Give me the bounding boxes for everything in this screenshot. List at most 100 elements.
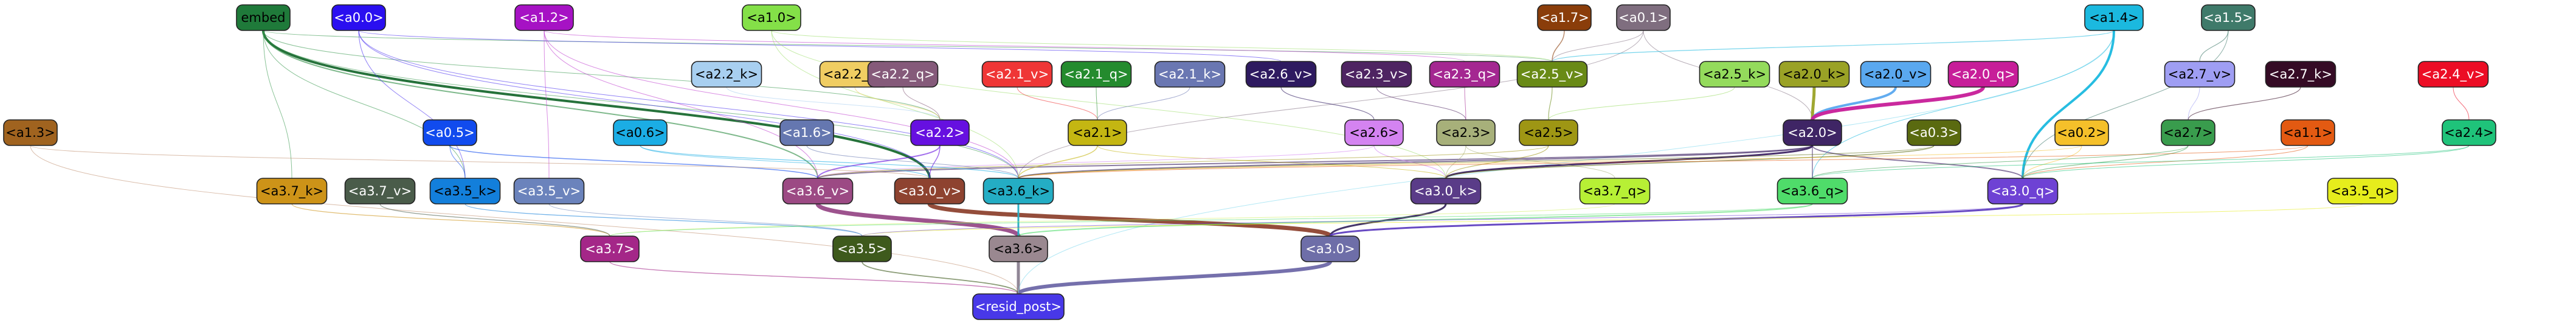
node-a0-6[interactable]: <a0.6> bbox=[613, 119, 668, 146]
edge-a2_4_v-to-a2_4 bbox=[2453, 86, 2470, 120]
edge-a2_5-to-a3_6_v bbox=[817, 145, 1549, 179]
node-a3-6-q[interactable]: <a3.6_q> bbox=[1777, 178, 1848, 204]
node-a0-0[interactable]: <a0.0> bbox=[331, 4, 386, 31]
node-a2-7-v[interactable]: <a2.7_v> bbox=[2164, 61, 2236, 88]
node-a2-2[interactable]: <a2.2> bbox=[910, 119, 970, 146]
node-a3-5-q[interactable]: <a3.5_q> bbox=[2327, 178, 2398, 204]
edge-a2_3-to-a3_0_k bbox=[1445, 145, 1466, 179]
node-box bbox=[2265, 61, 2336, 88]
edge-a3_7_v-to-a3_7 bbox=[379, 203, 610, 237]
node-a2-0-v[interactable]: <a2.0_v> bbox=[1860, 61, 1932, 88]
edge-a3_7_k-to-a3_7 bbox=[291, 203, 610, 237]
node-a2-2-q[interactable]: <a2.2_q> bbox=[867, 61, 939, 88]
edge-a1_2-to-a3_5_v bbox=[544, 30, 550, 179]
node-a3-0-q[interactable]: <a3.0_q> bbox=[1987, 178, 2059, 204]
node-a3-6-v[interactable]: <a3.6_v> bbox=[782, 178, 854, 204]
node-a2-6[interactable]: <a2.6> bbox=[1344, 119, 1404, 146]
node-a1-7[interactable]: <a1.7> bbox=[1537, 4, 1592, 31]
node-a2-6-v[interactable]: <a2.6_v> bbox=[1245, 61, 1317, 88]
node-a1-5[interactable]: <a1.5> bbox=[2201, 4, 2256, 31]
node-a3-5-v[interactable]: <a3.5_v> bbox=[513, 178, 585, 204]
node-box bbox=[613, 119, 668, 146]
node-a3-7-q[interactable]: <a3.7_q> bbox=[1579, 178, 1651, 204]
node-label: <a1.2> bbox=[519, 10, 568, 25]
node-box bbox=[423, 119, 477, 146]
node-a1-6[interactable]: <a1.6> bbox=[779, 119, 834, 146]
node-a3-6[interactable]: <a3.6> bbox=[989, 236, 1048, 262]
node-a2-0[interactable]: <a2.0> bbox=[1783, 119, 1842, 146]
node-a3-0-v[interactable]: <a3.0_v> bbox=[894, 178, 965, 204]
node-a1-0[interactable]: <a1.0> bbox=[742, 4, 801, 31]
node-a3-0-k[interactable]: <a3.0_k> bbox=[1410, 178, 1482, 204]
node-a2-7[interactable]: <a2.7> bbox=[2161, 119, 2215, 146]
node-a2-7-k[interactable]: <a2.7_k> bbox=[2265, 61, 2336, 88]
node-a1-3[interactable]: <a1.3> bbox=[3, 119, 58, 146]
node-a1-4[interactable]: <a1.4> bbox=[2084, 4, 2144, 31]
node-box bbox=[1537, 4, 1592, 31]
edge-a1_2-to-a3_6_k bbox=[544, 30, 1019, 179]
edge-layer bbox=[30, 29, 2470, 296]
edge-a2_2_v-to-a2_2 bbox=[854, 86, 941, 120]
node-a2-5-v[interactable]: <a2.5_v> bbox=[1516, 61, 1588, 88]
node-label: <a2.2> bbox=[915, 125, 964, 140]
node-box bbox=[779, 119, 834, 146]
node-a2-4-v[interactable]: <a2.4_v> bbox=[2417, 61, 2489, 88]
node-box bbox=[1068, 119, 1127, 146]
node-a2-0-q[interactable]: <a2.0_q> bbox=[1947, 61, 2019, 88]
node-embed[interactable]: embed bbox=[236, 4, 291, 31]
node-label: <a1.4> bbox=[2089, 10, 2138, 25]
node-a3-7[interactable]: <a3.7> bbox=[580, 236, 640, 262]
node-label: <a2.3> bbox=[1441, 125, 1490, 140]
node-a3-7-k[interactable]: <a3.7_k> bbox=[256, 178, 328, 204]
node-a3-0[interactable]: <a3.0> bbox=[1300, 236, 1360, 262]
node-a0-5[interactable]: <a0.5> bbox=[423, 119, 477, 146]
node-a3-5[interactable]: <a3.5> bbox=[832, 236, 892, 262]
edge-a3_0-to-resid_post bbox=[1017, 260, 1332, 296]
node-a2-0-k[interactable]: <a2.0_k> bbox=[1778, 61, 1850, 88]
node-a2-3[interactable]: <a2.3> bbox=[1436, 119, 1496, 146]
node-a2-3-q[interactable]: <a2.3_q> bbox=[1429, 61, 1500, 88]
node-label: <a3.0_q> bbox=[1991, 184, 2054, 199]
edge-a2_7_k-to-a2_7 bbox=[2188, 86, 2301, 120]
node-a2-1-q[interactable]: <a2.1_q> bbox=[1060, 61, 1132, 88]
node-a2-1-k[interactable]: <a2.1_k> bbox=[1154, 61, 1226, 88]
node-box bbox=[1777, 178, 1848, 204]
node-a2-3-v[interactable]: <a2.3_v> bbox=[1341, 61, 1412, 88]
edge-a1_2-to-a3_6_v bbox=[544, 30, 818, 179]
edge-embed-to-a2_5_v bbox=[263, 30, 1553, 62]
edge-a2_4-to-a3_6_q bbox=[1812, 145, 2470, 179]
node-a2-2-k[interactable]: <a2.2_k> bbox=[691, 61, 762, 88]
node-a3-5-k[interactable]: <a3.5_k> bbox=[429, 178, 501, 204]
node-a1-2[interactable]: <a1.2> bbox=[514, 4, 574, 31]
node-a2-5[interactable]: <a2.5> bbox=[1519, 119, 1578, 146]
edge-a3_7-to-resid_post bbox=[609, 261, 1019, 295]
node-label: <a3.5_v> bbox=[517, 184, 581, 199]
node-a0-3[interactable]: <a0.3> bbox=[1907, 119, 1961, 146]
node-a2-4[interactable]: <a2.4> bbox=[2442, 119, 2496, 146]
edge-a3_5_k-to-a3_5 bbox=[464, 203, 863, 237]
node-a2-1[interactable]: <a2.1> bbox=[1068, 119, 1127, 146]
node-box bbox=[1947, 61, 2019, 88]
node-a2-5-k[interactable]: <a2.5_k> bbox=[1699, 61, 1770, 88]
node-a0-1[interactable]: <a0.1> bbox=[1616, 4, 1671, 31]
edge-a2_2_q-to-a2_2 bbox=[902, 86, 941, 120]
node-label: <a2.0_k> bbox=[1783, 67, 1846, 82]
edge-a1_0-to-a3_6_k bbox=[771, 30, 1019, 179]
edge-embed-to-a3_6_v bbox=[263, 30, 818, 179]
edge-a0_0-to-a3_6_k bbox=[358, 30, 1019, 179]
node-a3-6-k[interactable]: <a3.6_k> bbox=[982, 178, 1054, 204]
edge-embed-to-a2_2 bbox=[263, 30, 941, 120]
node-label: <a1.0> bbox=[747, 10, 796, 25]
node-box bbox=[1429, 61, 1500, 88]
edge-a2_1-to-a3_0_k bbox=[1097, 145, 1446, 179]
node-a2-1-v[interactable]: <a2.1_v> bbox=[981, 61, 1053, 88]
node-a1-1[interactable]: <a1.1> bbox=[2281, 119, 2335, 146]
node-a3-7-v[interactable]: <a3.7_v> bbox=[344, 178, 416, 204]
edge-a0_3-to-a3_0_k bbox=[1445, 145, 1935, 179]
node-resid-post[interactable]: <resid_post> bbox=[972, 293, 1065, 320]
edge-a1_4-to-a2_5_v bbox=[1552, 30, 2115, 62]
node-a0-2[interactable]: <a0.2> bbox=[2054, 119, 2109, 146]
node-box bbox=[742, 4, 801, 31]
edge-a2_4-to-a3_0_q bbox=[2022, 145, 2470, 179]
edge-a2_7-to-a3_0_q bbox=[2022, 145, 2189, 179]
